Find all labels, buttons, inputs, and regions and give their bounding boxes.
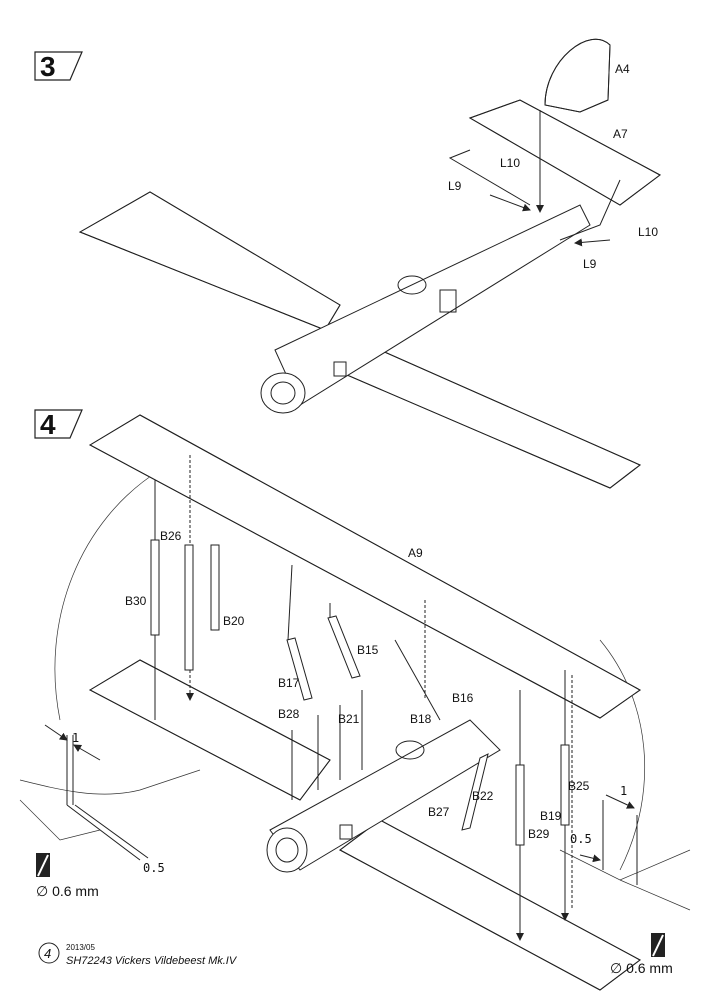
label-a7: A7 [613,127,628,141]
label-b19: B19 [540,809,562,823]
step4-lower-left-wing [88,659,331,801]
label-b21: B21 [338,712,360,726]
label-a4: A4 [615,62,630,76]
label-b17: B17 [278,676,300,690]
step4-lower-right-wing [339,819,641,991]
step4-badge: 4 [34,409,83,440]
label-b25: B25 [568,779,590,793]
label-b18: B18 [410,712,432,726]
footer-title: SH72243 Vickers Vildebeest Mk.IV [66,955,238,967]
step3-badge: 3 [34,51,83,82]
step4-struts [150,455,573,941]
label-b15: B15 [357,643,379,657]
step3-struts [448,110,621,247]
detail-left-drill-icon [36,853,50,877]
label-b26: B26 [160,529,182,543]
detail-left-dim-05: 0.5 [143,861,165,875]
detail-circle [54,469,646,871]
footer-code: 2013/05 [66,943,95,952]
step3-fin [544,38,611,113]
label-b30: B30 [125,594,147,608]
label-b27: B27 [428,805,450,819]
detail-left-dim-1: 1 [72,731,79,745]
label-b28: B28 [278,707,300,721]
detail-right-drawing [559,794,691,911]
footer-page-badge: 4 [38,942,60,964]
label-l10-right: L10 [638,225,658,239]
label-b20: B20 [223,614,245,628]
step3-right-wing [338,349,641,489]
label-l9-right: L9 [583,257,597,271]
step4-upper-wing [88,414,641,719]
label-l10-left: L10 [500,156,520,170]
detail-left-diameter: ∅ 0.6 mm [36,883,99,899]
detail-right-dim-05: 0.5 [570,832,592,846]
label-b22: B22 [472,789,494,803]
detail-right-diameter: ∅ 0.6 mm [610,960,673,976]
detail-right-dim-1: 1 [620,784,627,798]
label-l9-left: L9 [448,179,462,193]
label-b29: B29 [528,827,550,841]
detail-right-drill-icon [651,933,665,957]
step3-tailplane [468,99,661,206]
step3-fuselage [260,204,591,414]
detail-left-drawing [19,724,201,861]
label-a9: A9 [408,546,423,560]
footer-page-number: 4 [44,946,51,961]
step4-number: 4 [40,409,56,440]
step4-fuselage [266,719,501,873]
step3-number: 3 [40,51,56,82]
label-b16: B16 [452,691,474,705]
step3-left-wing [78,191,341,331]
